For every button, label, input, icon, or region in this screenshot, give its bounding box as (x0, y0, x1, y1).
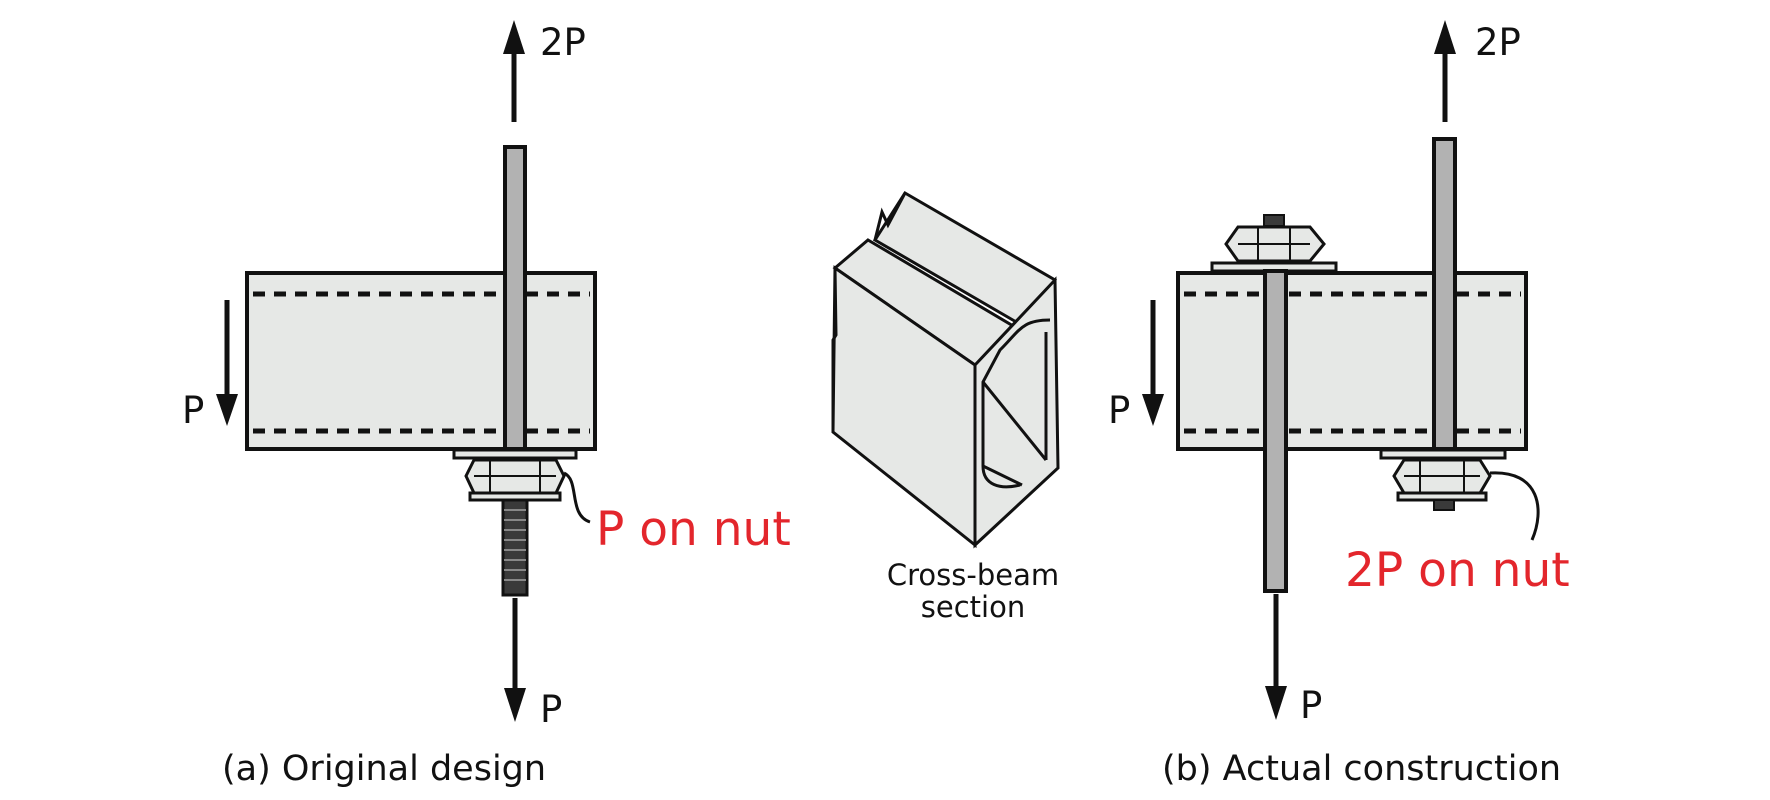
top-nut-b (1210, 214, 1338, 273)
top-force-label-b: 2P (1475, 21, 1521, 64)
beam-b (1176, 271, 1528, 451)
caption-a: (a) Original design (222, 749, 546, 789)
top-force-label-a: 2P (540, 21, 586, 64)
nut-load-label-b: 2P on nut (1345, 543, 1570, 598)
washer-b (1379, 448, 1507, 460)
cross-beam-section-drawing (831, 190, 1060, 549)
top-force-arrow-b (1434, 20, 1456, 122)
beam-force-label-b: P (1108, 389, 1130, 432)
beam-force-arrow-b (1142, 300, 1164, 426)
bottom-force-label-a: P (540, 688, 562, 731)
beam-force-arrow-a (216, 300, 238, 426)
nut-load-label-a: P on nut (596, 502, 791, 557)
cross-section-label-line1: Cross-beam (887, 558, 1059, 592)
nut-leader-b (1489, 471, 1540, 541)
panel-actual-construction: 2P (1108, 20, 1570, 789)
top-force-arrow-a (503, 20, 525, 122)
panel-original-design: 2P (182, 20, 791, 789)
upper-hanger-rod-b (1432, 137, 1457, 451)
washer-a (452, 448, 578, 460)
cross-section-label-line2: section (921, 590, 1025, 624)
bottom-force-label-b: P (1300, 684, 1322, 727)
bottom-force-arrow-a (504, 598, 526, 722)
beam-a (245, 271, 597, 451)
caption-b: (b) Actual construction (1162, 749, 1561, 789)
beam-force-label-a: P (182, 389, 204, 432)
nut-a (464, 458, 566, 502)
nut-b (1392, 458, 1492, 511)
nut-leader-a (563, 471, 591, 524)
bottom-force-arrow-b (1265, 594, 1287, 720)
lower-hanger-rod-b (1263, 269, 1288, 593)
threaded-rod-end-a (501, 498, 529, 597)
hanger-rod-a (503, 145, 527, 451)
